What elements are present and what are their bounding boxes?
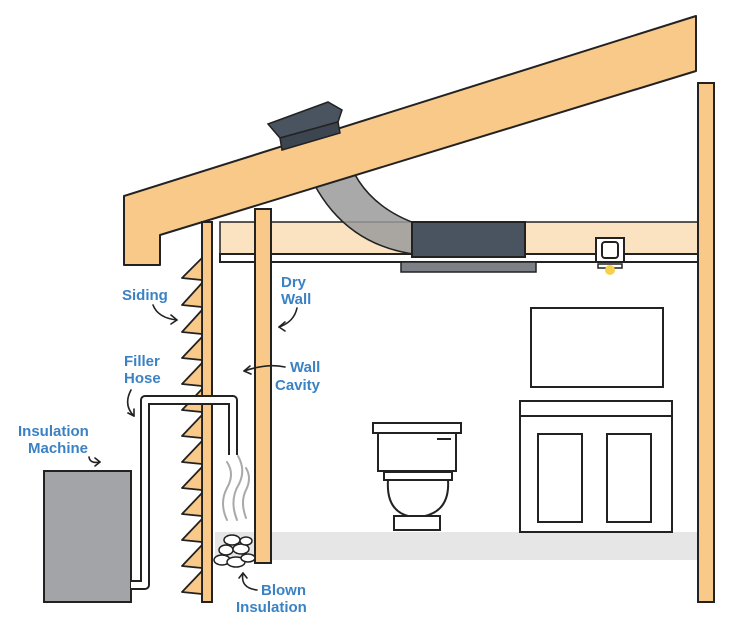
roof-rafter [123, 15, 697, 266]
dry-wall-label-line1: Dry [281, 274, 307, 291]
wall-cavity-label-line1: Wall [290, 359, 320, 376]
dry-wall-label-line2: Wall [281, 291, 311, 308]
toilet [372, 422, 462, 531]
insulation-machine-label-line1: Insulation [18, 423, 89, 440]
siding [181, 257, 203, 601]
blown-insulation-pile [213, 534, 256, 568]
filler-hose-arrow [126, 389, 135, 417]
light-socket [601, 241, 619, 259]
exhaust-fan-grille [400, 261, 537, 273]
blown-insulation-arrow [241, 572, 258, 591]
filler-hose-label-line1: Filler [124, 353, 160, 370]
drywall-stud [254, 208, 272, 564]
roof-vent-base [279, 121, 341, 151]
dry-wall-arrow [278, 307, 298, 328]
wall-cavity-arrow [243, 364, 286, 372]
wall-cavity-arrowhead [243, 365, 252, 375]
blown-insulation-label-line1: Blown [261, 582, 306, 599]
wall-cavity-label-line2: Cavity [275, 377, 321, 394]
exhaust-fan-housing [411, 221, 526, 258]
right-wall-stud [697, 82, 715, 603]
dry-wall-arrowhead [278, 321, 286, 332]
filler-hose-label-line2: Hose [124, 370, 161, 387]
insulation-machine-arrowhead [94, 457, 101, 467]
blown-insulation-label-line2: Insulation [236, 599, 307, 616]
blowing-smoke [222, 455, 250, 521]
insulation-machine-label-line2: Machine [28, 440, 88, 457]
blown-insulation-arrowhead [238, 572, 248, 579]
siding-arrowhead [170, 314, 178, 325]
insulation-machine [43, 470, 132, 603]
exterior-wall-stud [201, 221, 213, 603]
mirror [530, 307, 664, 388]
light-bulb [605, 265, 615, 275]
roof-vent-cap [266, 101, 343, 139]
floor [215, 532, 698, 560]
filler-hose-arrowhead [127, 408, 135, 417]
vanity-cabinet [519, 400, 673, 533]
siding-label: Siding [122, 287, 168, 304]
siding-arrow [152, 304, 178, 321]
